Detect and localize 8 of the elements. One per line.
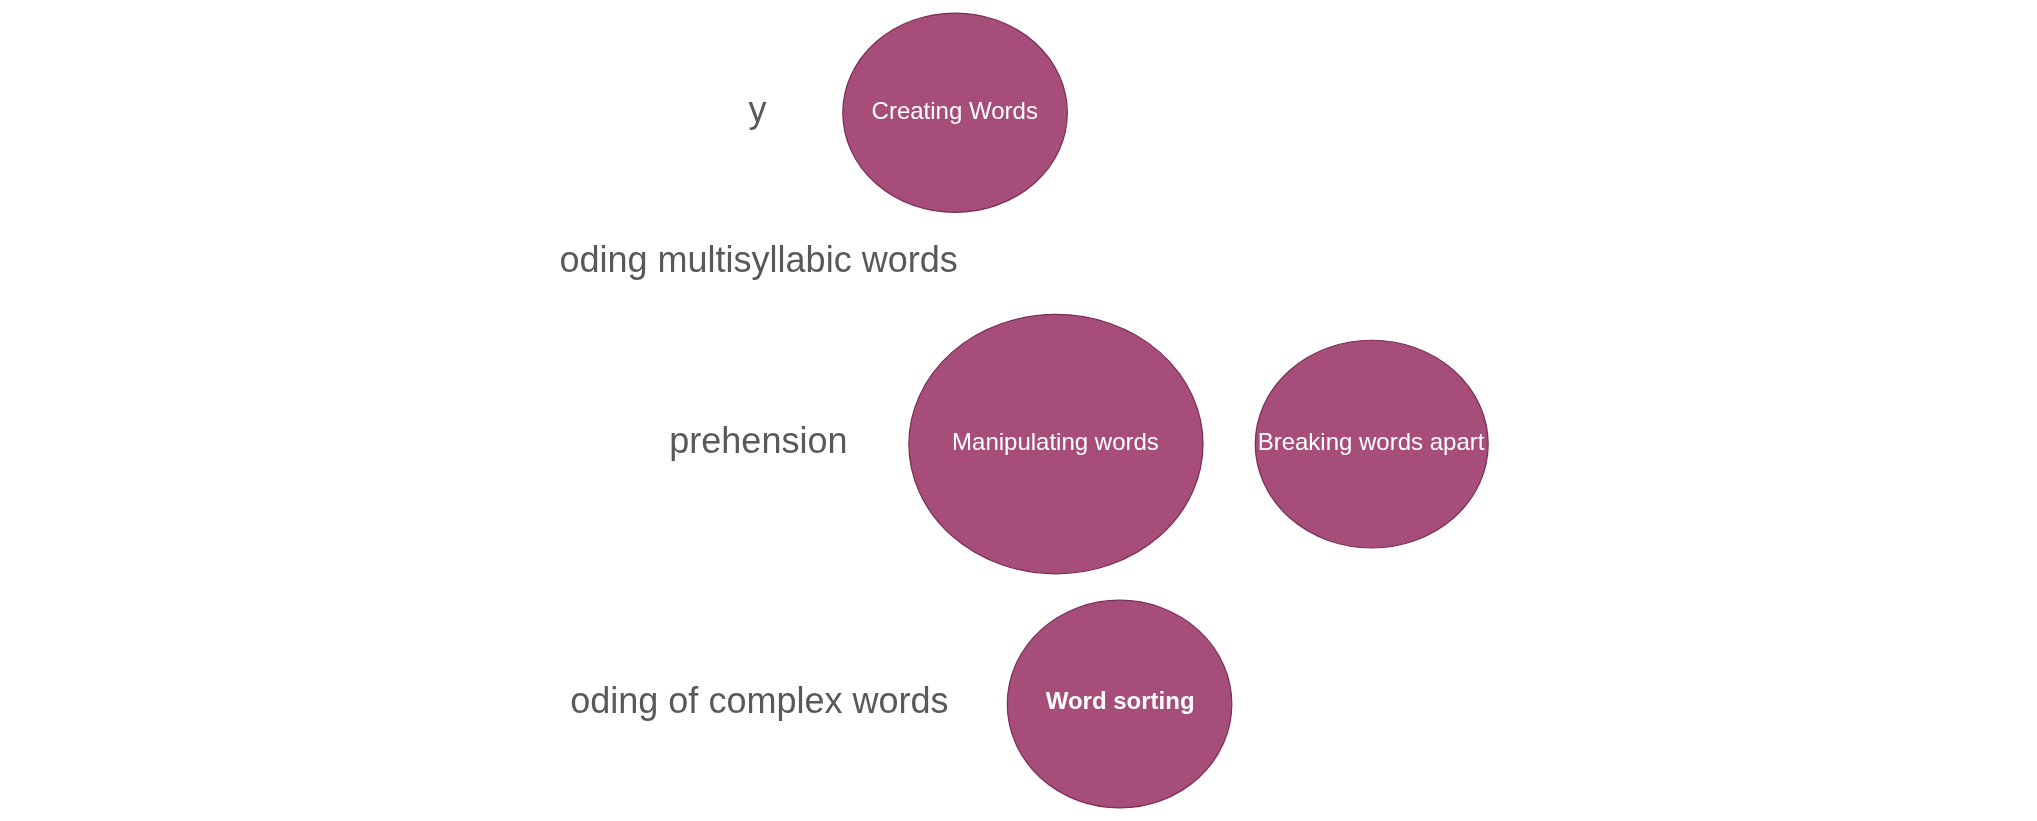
node-ellipse: Manipulating words xyxy=(907,313,1204,575)
node-ellipse: Breaking words apart xyxy=(1254,339,1489,549)
label: prehension xyxy=(668,420,847,462)
label: oding multisyllabic words xyxy=(558,239,958,281)
label: oding of complex words xyxy=(569,680,949,722)
node-ellipse: Creating Words xyxy=(841,12,1068,213)
node-circle: Word sorting xyxy=(1006,599,1232,809)
label: y xyxy=(748,88,767,130)
